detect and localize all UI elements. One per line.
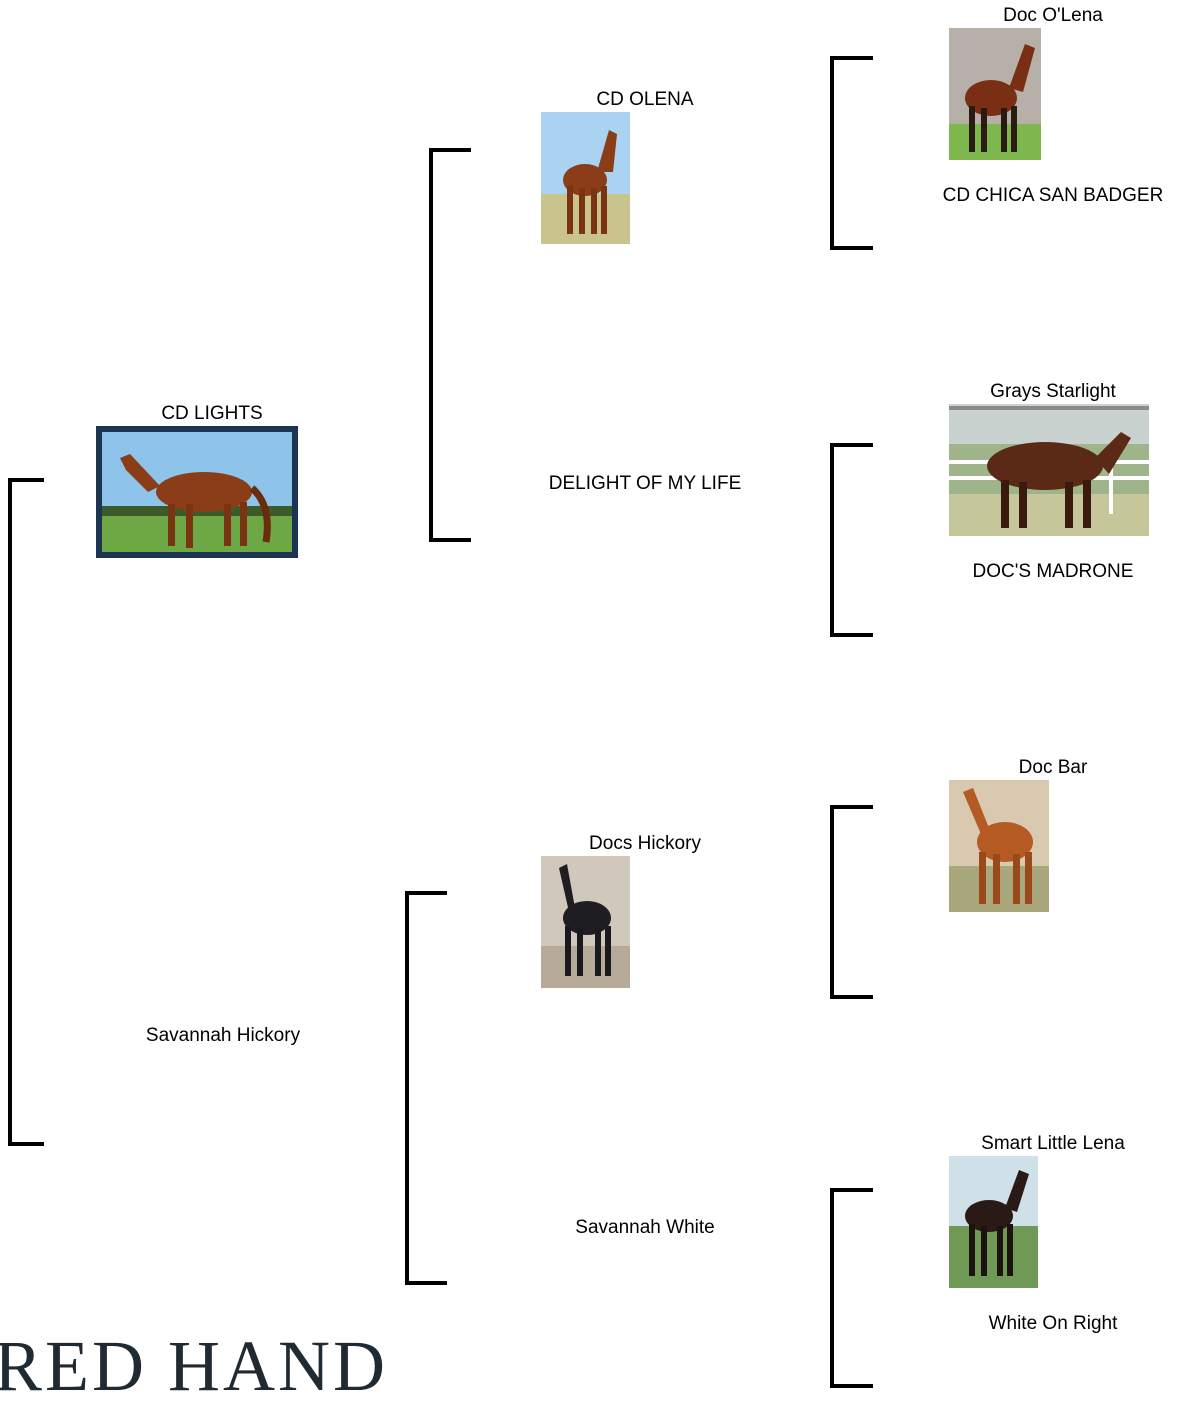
- dam-name: Savannah Hickory: [145, 1025, 301, 1046]
- horse-photo-icon: [102, 432, 292, 552]
- sire-dam-name: DELIGHT OF MY LIFE: [548, 473, 742, 494]
- sire-dam-dam-name: DOC'S MADRONE: [972, 561, 1134, 582]
- bracket-dam-dam: [830, 1188, 873, 1388]
- horse-photo-icon: [949, 1156, 1038, 1288]
- dam-dam-dam-name: White On Right: [988, 1313, 1118, 1334]
- dam-dam-sire-name: Smart Little Lena: [981, 1133, 1125, 1154]
- sire-sire-name: Doc O'Lena: [1003, 5, 1103, 26]
- horse-photo-icon: [949, 780, 1049, 912]
- bracket-sire-sire: [830, 56, 873, 250]
- bracket-sire-line: [429, 148, 471, 542]
- horse-photo-icon: [541, 856, 630, 988]
- logo-text: RED HAND: [0, 1326, 388, 1406]
- bracket-dam-sire: [830, 805, 873, 999]
- subject-photo: [96, 426, 298, 558]
- horse-photo-icon: [541, 112, 630, 244]
- bracket-generation-1: [8, 478, 44, 1146]
- dam-sire-name: Docs Hickory: [589, 833, 701, 854]
- sire-dam-sire-name: Grays Starlight: [990, 381, 1116, 402]
- sire-sire-photo: [949, 28, 1041, 160]
- subject-name: CD LIGHTS: [161, 403, 263, 424]
- sire-sire-dam-name: CD CHICA SAN BADGER: [942, 185, 1164, 206]
- dam-sire-photo: [541, 856, 630, 988]
- dam-dam-sire-photo: [949, 1156, 1038, 1288]
- dam-sire-sire-name: Doc Bar: [1018, 757, 1088, 778]
- dam-dam-name: Savannah White: [575, 1217, 715, 1238]
- sire-photo: [541, 112, 630, 244]
- sire-name: CD OLENA: [596, 89, 694, 110]
- bracket-sire-dam: [830, 443, 873, 637]
- dam-sire-sire-photo: [949, 780, 1049, 912]
- bracket-dam-line: [405, 891, 447, 1285]
- sire-dam-sire-photo: [949, 404, 1149, 536]
- horse-photo-icon: [949, 28, 1041, 160]
- horse-photo-icon: [949, 404, 1149, 536]
